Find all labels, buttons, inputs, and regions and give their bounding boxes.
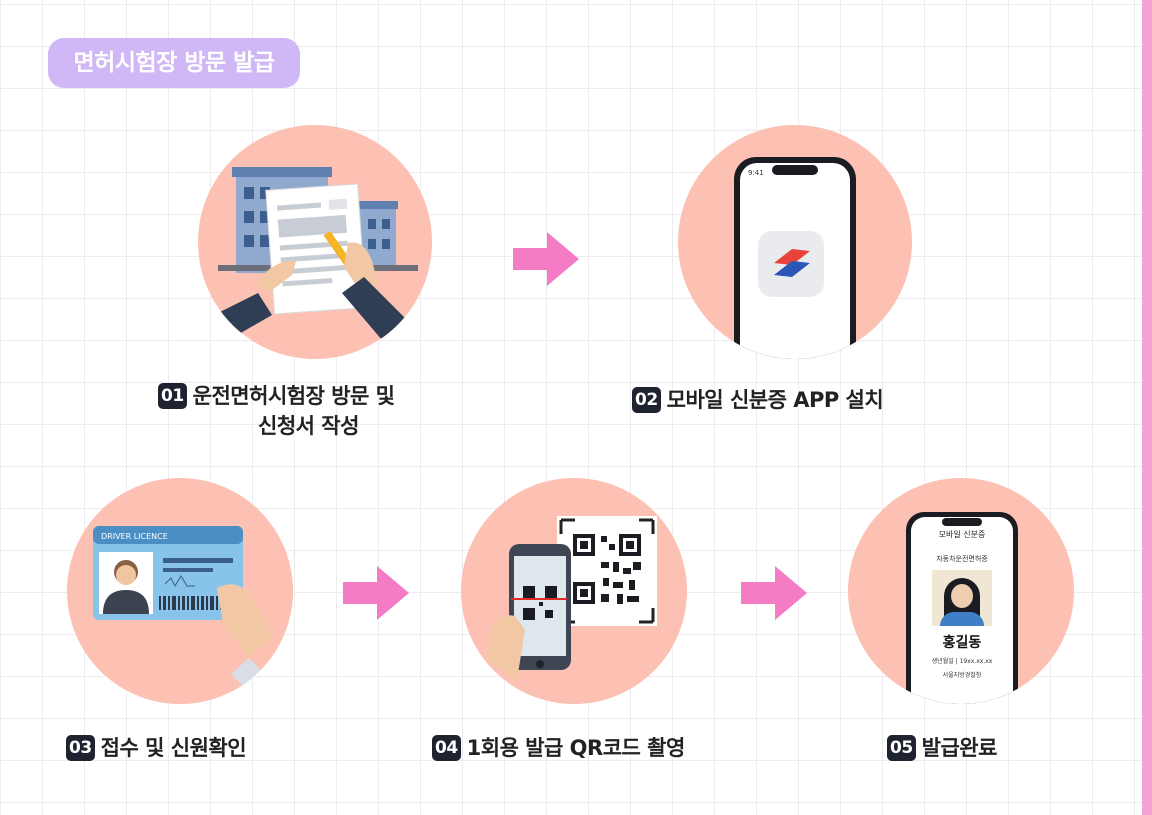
step-4-text: 1회용 발급 QR코드 촬영 <box>466 736 686 760</box>
step-2-illustration: 9:41 <box>678 125 912 359</box>
step-1-label-line2: 신청서 작성 <box>258 414 359 438</box>
mobile-id-name: 홍길동 <box>942 635 982 651</box>
svg-text:9:41: 9:41 <box>748 169 764 177</box>
step-5-number: 05 <box>887 735 916 761</box>
mobile-id-card-type: 자동차운전면허증 <box>936 555 988 563</box>
step-3-text: 접수 및 신원확인 <box>100 736 247 760</box>
mobile-id-birth: 생년월일 | 19xx.xx.xx <box>931 658 993 665</box>
step-3-illustration: DRIVER LICENCE <box>67 478 293 704</box>
qr-code-icon <box>461 478 462 479</box>
mobile-id-phone: 모바일 신분증 자동차운전면허증 홍길동 생년월일 | 19xx.xx.xx 서… <box>906 512 1018 704</box>
step-4-illustration <box>461 478 687 704</box>
section-title-badge: 면허시험장 방문 발급 <box>48 38 300 88</box>
arrow-right-icon <box>513 232 579 286</box>
step-3-number: 03 <box>66 735 95 761</box>
step-4-number: 04 <box>432 735 461 761</box>
arrow-right-icon <box>741 566 807 620</box>
step-2-text: 모바일 신분증 APP 설치 <box>666 388 884 412</box>
license-card-header: DRIVER LICENCE <box>101 532 168 541</box>
step-1-text-line1: 운전면허시험장 방문 및 <box>192 384 395 408</box>
step-1-number: 01 <box>158 383 187 409</box>
step-5-text: 발급완료 <box>921 736 998 760</box>
mobile-id-issuer: 서울지방경찰청 <box>942 672 982 679</box>
mobile-id-photo <box>932 570 992 626</box>
arrow-right-icon <box>343 566 409 620</box>
app-logo-icon <box>774 249 810 277</box>
side-accent-bar <box>1142 0 1152 815</box>
step-1-illustration <box>198 125 432 359</box>
mobile-id-app-title: 모바일 신분증 <box>938 530 986 539</box>
step-2-number: 02 <box>632 387 661 413</box>
step-5-illustration: 모바일 신분증 자동차운전면허증 홍길동 생년월일 | 19xx.xx.xx 서… <box>848 478 1074 704</box>
